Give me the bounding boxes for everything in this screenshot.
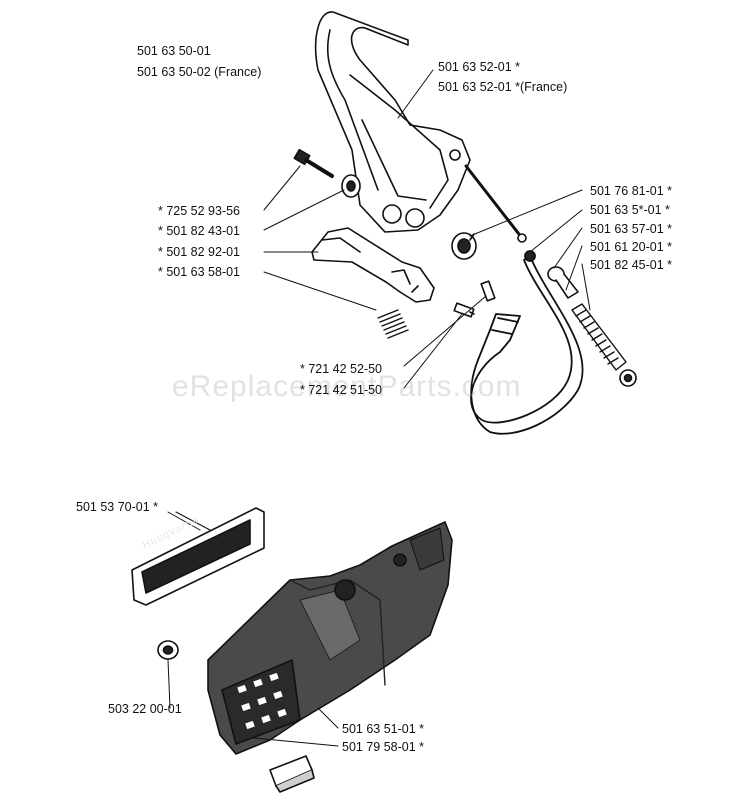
label-right-3: 501 63 57-01 * xyxy=(590,222,673,236)
right-spring xyxy=(571,303,627,371)
bolt-part xyxy=(547,266,579,299)
brake-lever xyxy=(311,227,435,303)
screw-part xyxy=(293,148,334,178)
leader-lines-bottom xyxy=(167,511,339,747)
nut-part xyxy=(157,640,179,709)
watermark: eReplacementParts.com xyxy=(172,370,522,403)
label-right-4: 501 61 20-01 * xyxy=(590,240,673,254)
label-decal: 501 53 70-01 * xyxy=(76,500,159,514)
label-left-2: * 501 82 43-01 xyxy=(158,224,241,238)
pin-upper xyxy=(480,280,496,302)
brake-rod xyxy=(464,164,527,243)
leader-lines-top xyxy=(263,69,591,389)
label-top-left-2: 501 63 50-02 (France) xyxy=(137,65,262,79)
clutch-cover xyxy=(207,521,453,755)
brake-band xyxy=(470,250,584,435)
label-right-5: 501 82 45-01 * xyxy=(590,258,673,272)
label-nut: 503 22 00-01 xyxy=(108,702,182,716)
label-catcher: 501 79 58-01 * xyxy=(342,740,425,754)
label-right-2: 501 63 5*-01 * xyxy=(590,203,670,217)
bushing-part xyxy=(341,174,361,198)
label-pin-2: * 721 42 51-50 xyxy=(300,383,383,397)
label-left-3: * 501 82 92-01 xyxy=(158,245,241,259)
label-top-left-1: 501 63 50-01 xyxy=(137,44,211,58)
label-left-1: * 725 52 93-56 xyxy=(158,204,241,218)
label-handle-1: 501 63 52-01 * xyxy=(438,60,521,74)
chain-catcher-part xyxy=(269,755,315,793)
hand-guard xyxy=(314,11,471,233)
label-cover: 501 63 51-01 * xyxy=(342,722,425,736)
spring-part xyxy=(377,309,409,339)
label-pin-1: * 721 42 52-50 xyxy=(300,362,383,376)
label-handle-2: 501 63 52-01 *(France) xyxy=(438,80,568,94)
pin-lower xyxy=(453,302,475,318)
pivot-knob xyxy=(451,232,477,260)
label-right-1: 501 76 81-01 * xyxy=(590,184,673,198)
label-left-4: * 501 63 58-01 xyxy=(158,265,241,279)
end-nut xyxy=(619,369,637,387)
decal-part xyxy=(131,507,265,606)
